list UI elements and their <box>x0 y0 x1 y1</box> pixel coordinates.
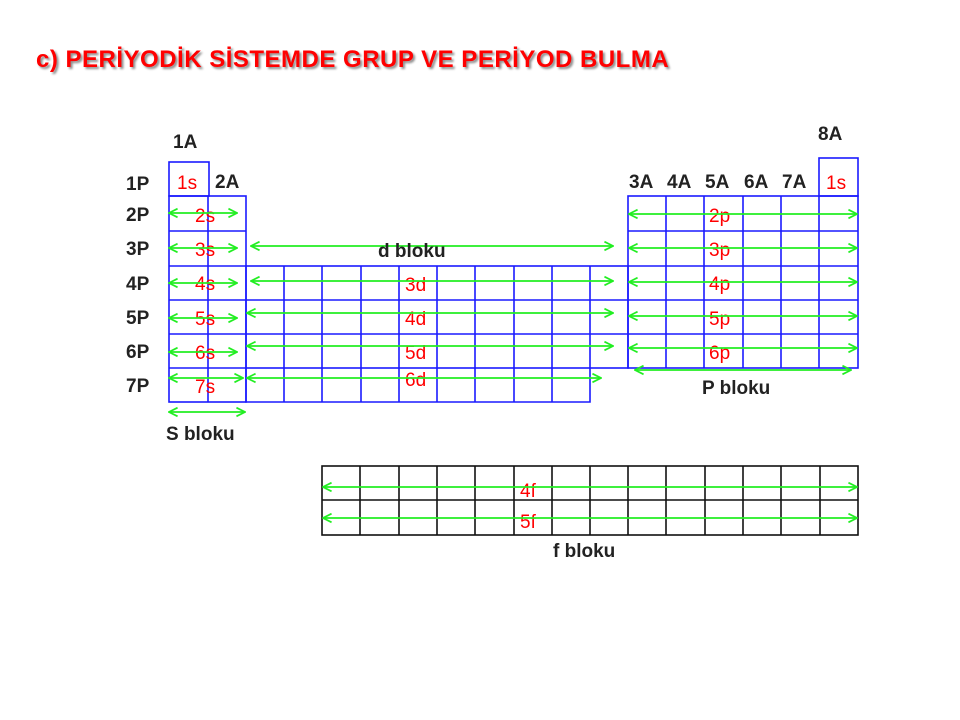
orbital-2p: 2p <box>709 206 730 227</box>
orbital-6d: 6d <box>405 370 426 391</box>
f-block-grid <box>321 465 859 536</box>
block-label-s: S bloku <box>166 424 235 445</box>
group-label-6a: 6A <box>744 172 769 193</box>
group-label-4a: 4A <box>667 172 692 193</box>
orbital-1s: 1s <box>177 173 197 194</box>
period-label-3: 3P <box>126 239 150 260</box>
block-arrows <box>170 213 856 518</box>
s-block-grid <box>168 161 247 403</box>
orbital-3d: 3d <box>405 275 426 296</box>
period-label-5: 5P <box>126 308 150 329</box>
orbital-5p: 5p <box>709 309 730 330</box>
group-label-5a: 5A <box>705 172 730 193</box>
period-label-4: 4P <box>126 274 150 295</box>
orbital-6s: 6s <box>195 343 215 364</box>
orbital-5s: 5s <box>195 309 215 330</box>
orbital-3p: 3p <box>709 240 730 261</box>
group-label-3a: 3A <box>629 172 654 193</box>
orbital-7s: 7s <box>195 377 215 398</box>
orbital-4f: 4f <box>520 481 537 502</box>
slide-title: c) PERİYODİK SİSTEMDE GRUP VE PERİYOD BU… <box>36 46 670 73</box>
period-label-1: 1P <box>126 174 150 195</box>
period-label-7: 7P <box>126 376 150 397</box>
orbital-6p: 6p <box>709 343 730 364</box>
group-label-2a: 2A <box>215 172 240 193</box>
group-label-1a: 1A <box>173 132 198 153</box>
group-label-8a: 8A <box>818 124 843 145</box>
p-block-grid <box>627 157 859 369</box>
block-label-p: P bloku <box>702 378 770 399</box>
d-block-grid <box>245 265 629 403</box>
block-label-f: f bloku <box>553 541 615 562</box>
block-label-d: d bloku <box>378 241 446 262</box>
period-label-6: 6P <box>126 342 150 363</box>
period-label-2: 2P <box>126 205 150 226</box>
orbital-4s: 4s <box>195 274 215 295</box>
orbital-5f: 5f <box>520 512 537 533</box>
orbital-3s: 3s <box>195 240 215 261</box>
group-label-7a: 7A <box>782 172 807 193</box>
orbital-1s-he: 1s <box>826 173 846 194</box>
orbital-4p: 4p <box>709 274 730 295</box>
orbital-2s: 2s <box>195 206 215 227</box>
